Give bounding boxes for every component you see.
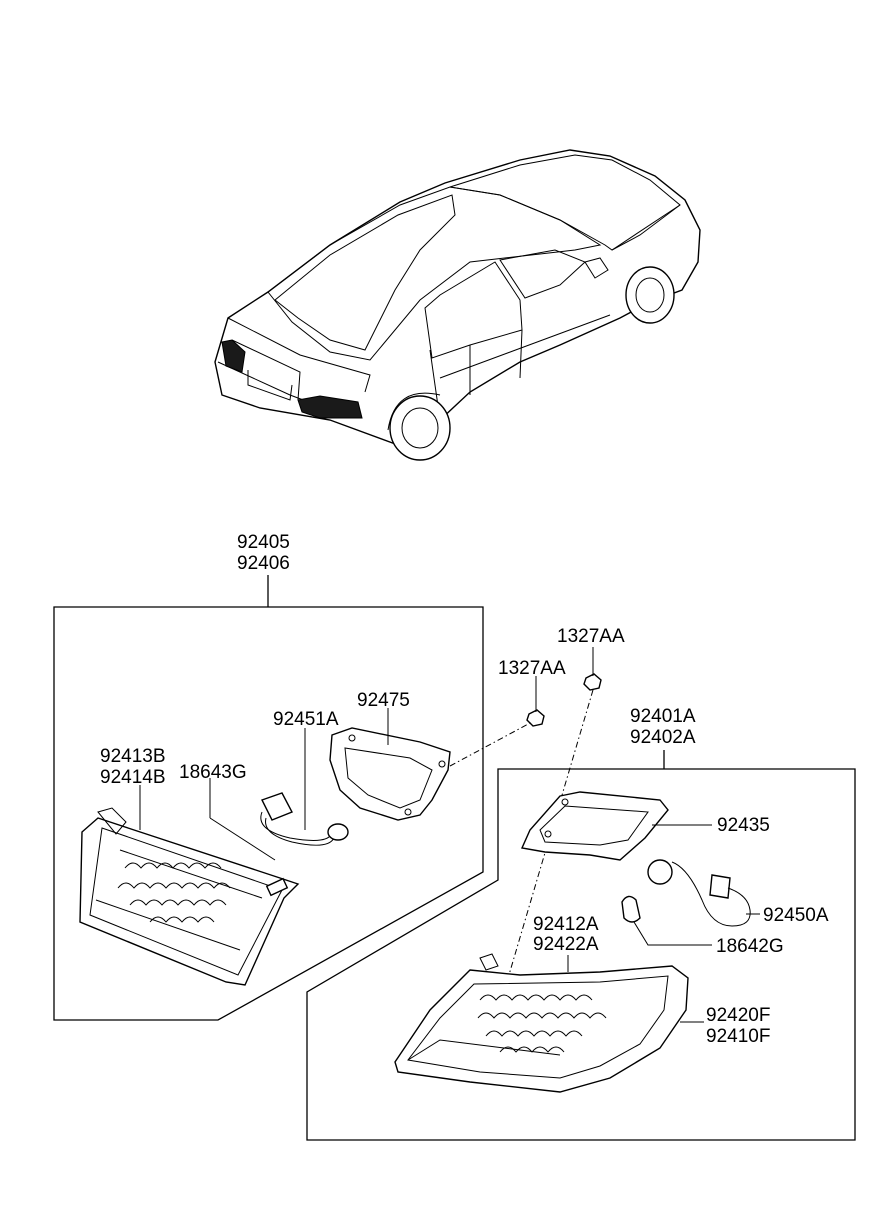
left-wire-harness [260, 792, 349, 897]
right-gasket [520, 791, 669, 861]
label-92401a: 92401A [630, 706, 696, 727]
label-1327aa-lower: 1327AA [498, 658, 566, 679]
right-wire-harness [621, 859, 751, 927]
label-92412a: 92412A [533, 914, 599, 935]
label-1327aa-upper: 1327AA [557, 626, 625, 647]
label-92422a: 92422A [533, 934, 599, 955]
right-assembly-frame [306, 750, 856, 1141]
label-92406: 92406 [237, 553, 290, 574]
label-92451a: 92451A [273, 709, 339, 730]
label-92435: 92435 [717, 815, 770, 836]
car-illustration [214, 149, 701, 461]
label-92414b: 92414B [100, 767, 166, 788]
label-18642g: 18642G [716, 936, 784, 957]
label-92475: 92475 [357, 690, 410, 711]
right-leader-lines [567, 824, 760, 1023]
label-92420f: 92420F [706, 1005, 770, 1026]
left-gasket [329, 727, 451, 821]
left-inner-lamp [79, 807, 300, 986]
nut-right [583, 673, 602, 691]
left-leader-lines [139, 647, 594, 861]
label-92402a: 92402A [630, 727, 696, 748]
nut-left [526, 709, 545, 727]
right-lamp [394, 953, 689, 1093]
label-92405: 92405 [237, 532, 290, 553]
left-assembly-frame [53, 575, 484, 1021]
label-92413b: 92413B [100, 746, 166, 767]
label-18643g: 18643G [179, 762, 247, 783]
label-92450a: 92450A [763, 905, 829, 926]
label-92410f: 92410F [706, 1026, 770, 1047]
